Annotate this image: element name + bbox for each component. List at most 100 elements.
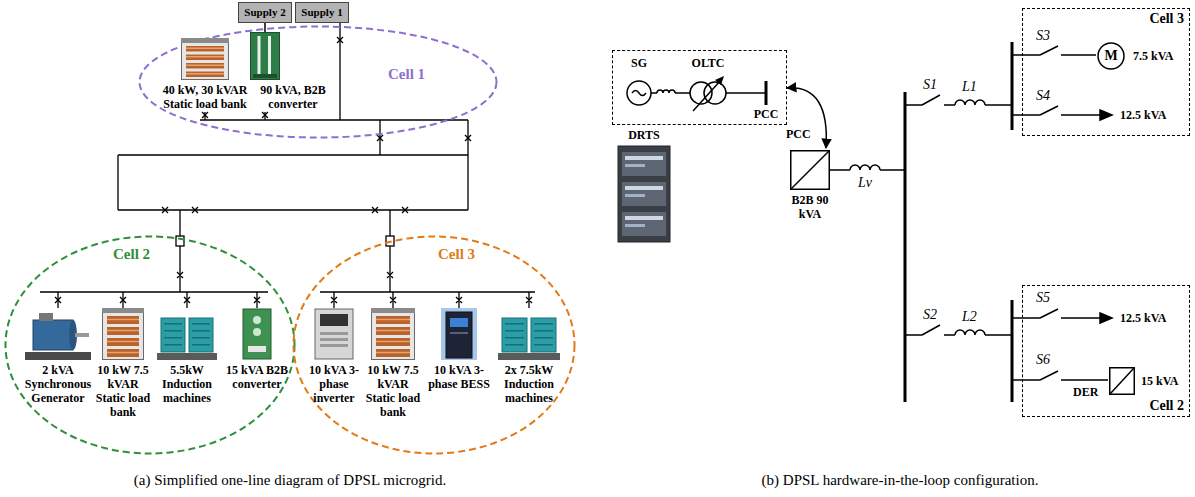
equipment-photo xyxy=(102,308,144,360)
path-shape xyxy=(715,76,724,85)
path-shape xyxy=(1011,300,1014,402)
rect-shape xyxy=(186,73,224,75)
rect-shape xyxy=(33,320,73,350)
circle-shape xyxy=(627,81,651,105)
rect-shape xyxy=(258,36,261,76)
rect-shape xyxy=(625,156,663,160)
load-bank: 10 kW 7.5 kVAR Static load bank xyxy=(362,308,424,419)
converter-frame xyxy=(790,150,830,190)
rect-shape xyxy=(376,338,410,346)
rect-shape xyxy=(192,337,210,339)
rect-shape xyxy=(450,332,468,334)
microgrid-wiring xyxy=(40,23,535,308)
path-shape xyxy=(632,91,646,96)
rect-shape xyxy=(102,308,144,313)
pcc-label: PCC xyxy=(786,127,811,141)
rect-shape xyxy=(376,349,410,357)
device-label: B2B 90 kVA xyxy=(785,193,835,221)
cell-region: Cell 140 kW, 30 kVAR Static load bank90 … xyxy=(138,25,498,139)
rect-shape xyxy=(107,349,139,357)
rect-shape xyxy=(446,312,472,358)
path-shape xyxy=(1012,106,1102,115)
induction-machine: 5.5kW Induction machines xyxy=(154,308,220,405)
rect-shape xyxy=(625,216,663,220)
photo-frame xyxy=(102,308,144,360)
rect-shape xyxy=(376,327,410,335)
device-label: DRTS xyxy=(612,128,676,142)
motor-symbol: M7.5 kVA xyxy=(1097,42,1187,70)
rating-label: 15 kVA xyxy=(1141,374,1178,388)
rect-shape xyxy=(505,337,524,339)
rect-shape xyxy=(253,74,277,78)
equipment-label: 10 kVA 3-phase inverter xyxy=(303,363,365,405)
equipment-photo xyxy=(371,308,415,360)
rect-shape xyxy=(107,327,139,335)
rect-shape xyxy=(186,63,224,69)
switch-label: S4 xyxy=(1036,88,1050,104)
rect-shape xyxy=(534,344,553,346)
rect-shape xyxy=(243,309,271,359)
rect-shape xyxy=(103,309,144,360)
cell-region: Cell 3 10 kVA 3-phase inverter10 kW 7.5 k… xyxy=(292,235,576,455)
rect-shape xyxy=(622,182,666,206)
rect-shape xyxy=(376,352,410,354)
rect-shape xyxy=(164,344,182,346)
rect-shape xyxy=(498,353,560,360)
equipment-photo xyxy=(498,308,560,360)
ellipse-shape xyxy=(294,237,575,454)
rect-shape xyxy=(622,152,666,176)
rect-shape xyxy=(531,318,556,352)
rect-shape xyxy=(625,186,663,190)
rect-shape xyxy=(251,33,280,80)
photo-frame xyxy=(242,308,272,360)
rect-shape xyxy=(75,333,89,337)
rect-shape xyxy=(107,341,139,343)
connector xyxy=(787,88,826,148)
rect-shape xyxy=(107,319,139,321)
path-shape xyxy=(40,23,535,308)
switch-label: S2 xyxy=(923,307,937,323)
rect-shape xyxy=(186,65,224,67)
rect-shape xyxy=(192,323,210,325)
supply-box: Supply 1 xyxy=(295,2,348,23)
cell-region: Cell 22 kVA Synchronous Generator10 kW 7… xyxy=(4,235,296,455)
rect-shape xyxy=(107,352,139,354)
rect-shape xyxy=(376,341,410,343)
path-shape xyxy=(1012,371,1108,380)
hil-wiring xyxy=(830,42,1112,402)
equipment-label: 10 kW 7.5 kVAR Static load bank xyxy=(362,363,424,419)
cell-title: Cell 3 xyxy=(438,246,475,263)
der-box xyxy=(1109,367,1135,395)
inductor-label: Lv xyxy=(858,175,872,191)
rect-shape xyxy=(268,36,271,76)
rect-shape xyxy=(505,330,524,332)
equipment-photo xyxy=(181,38,229,80)
simulated-grid-box: SGOLTCPCC xyxy=(612,50,787,125)
connector xyxy=(264,23,266,32)
equipment-label: 90 kVA, B2B converter xyxy=(250,83,336,111)
rating-label: 7.5 kVA xyxy=(1133,49,1173,63)
path-shape xyxy=(1012,309,1102,318)
b2b-converter-symbol: B2B 90 kVA xyxy=(785,150,835,221)
rect-shape xyxy=(186,48,224,50)
inductor-label: L1 xyxy=(962,79,977,95)
symbol-label: OLTC xyxy=(692,56,725,70)
rect-shape xyxy=(25,352,91,360)
der-label: DER xyxy=(1073,385,1098,399)
supply-box: Supply 2 xyxy=(238,2,291,23)
rect-shape xyxy=(376,330,410,332)
rect-shape xyxy=(176,236,184,246)
switch-label: S6 xyxy=(1036,352,1050,368)
equipment-label: 2x 7.5kW Induction machines xyxy=(494,363,564,405)
rect-shape xyxy=(450,318,468,327)
load-rating: 12.5 kVA xyxy=(1120,108,1166,122)
equipment-label: 2 kVA Synchronous Generator xyxy=(16,363,100,405)
equipment-photo xyxy=(242,308,272,360)
photo-frame xyxy=(371,308,415,360)
rect-shape xyxy=(622,212,666,236)
photo-frame xyxy=(314,308,354,360)
cell-title: Cell 1 xyxy=(388,66,425,83)
path-shape xyxy=(830,165,905,170)
rect-shape xyxy=(181,38,229,43)
